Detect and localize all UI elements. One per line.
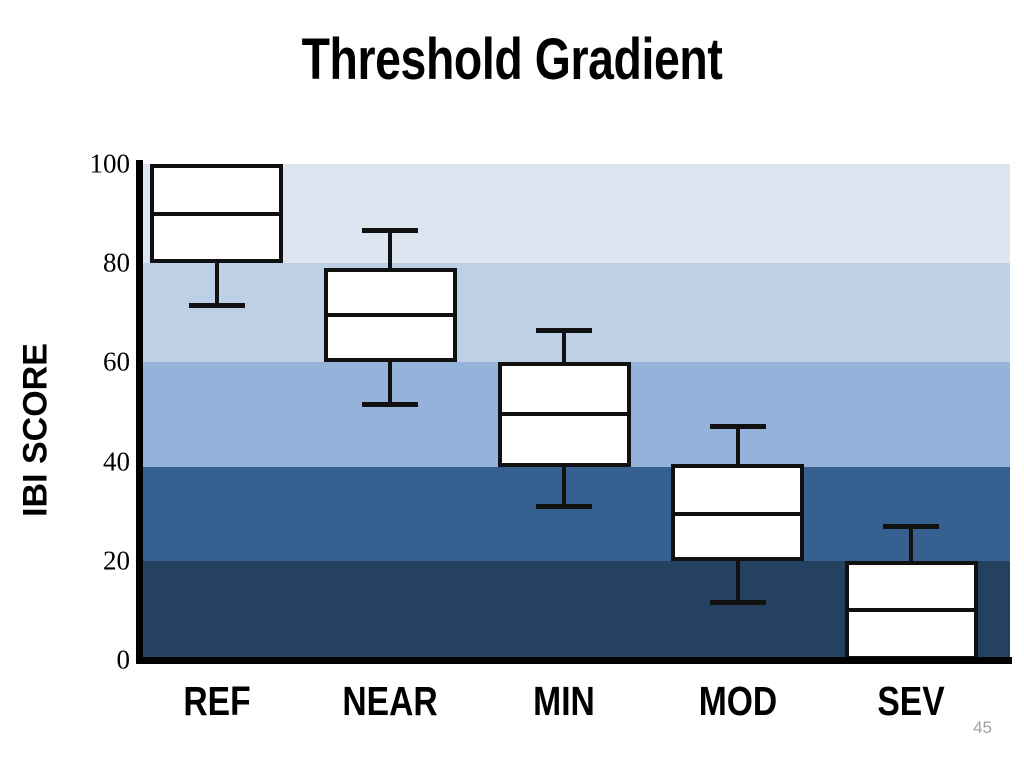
page-title: Threshold Gradient — [301, 27, 723, 92]
x-tick-label-mod: MOD — [698, 678, 777, 724]
whisker-upper-stem — [388, 228, 393, 269]
whisker-upper-cap — [883, 523, 940, 529]
y-axis-tick-labels: 0 20 40 60 80 100 — [52, 0, 131, 768]
y-tick-label: 20 — [103, 545, 130, 576]
whisker-upper-stem — [735, 424, 740, 465]
y-tick-label: 60 — [103, 346, 130, 377]
whisker-upper-stem — [562, 327, 566, 363]
whisker-lower-stem — [735, 560, 740, 601]
median-line — [497, 412, 631, 417]
slide-number: 45 — [973, 718, 992, 737]
x-tick-label-sev: SEV — [877, 678, 945, 724]
y-tick-label: 40 — [103, 446, 130, 477]
boxplot-near — [323, 164, 457, 660]
whisker-lower-cap — [536, 503, 592, 509]
median-line — [844, 608, 978, 613]
band-60-80 — [142, 263, 1010, 363]
whisker-upper-cap — [536, 327, 592, 333]
boxplot-sev — [844, 164, 978, 660]
whisker-upper-stem — [909, 523, 914, 561]
median-line — [150, 211, 284, 216]
x-tick-label-min: MIN — [533, 678, 595, 724]
boxplot-min — [497, 164, 631, 660]
whisker-lower-cap — [362, 402, 419, 408]
y-axis-line — [136, 160, 143, 664]
whisker-lower-cap — [709, 600, 766, 606]
boxplot-mod — [671, 164, 805, 660]
y-tick-label: 100 — [89, 148, 131, 179]
y-axis-title-text: IBI SCORE — [16, 343, 55, 517]
whisker-lower-stem — [388, 362, 393, 403]
whisker-lower-cap — [188, 302, 245, 308]
y-tick-label: 0 — [116, 644, 131, 675]
whisker-upper-cap — [362, 228, 419, 234]
y-tick-label: 80 — [103, 247, 130, 278]
median-line — [671, 511, 805, 516]
whisker-lower-stem — [562, 466, 566, 504]
band-20-39 — [142, 466, 1010, 561]
band-80-100 — [142, 164, 1010, 264]
x-axis-line — [136, 657, 1012, 664]
x-tick-label-ref: REF — [183, 678, 251, 724]
whisker-upper-cap — [709, 424, 766, 430]
x-tick-label-near: NEAR — [342, 678, 439, 724]
whisker-lower-stem — [214, 263, 219, 303]
median-line — [323, 313, 457, 318]
boxplot-ref — [150, 164, 284, 660]
plot-area — [142, 164, 1010, 660]
